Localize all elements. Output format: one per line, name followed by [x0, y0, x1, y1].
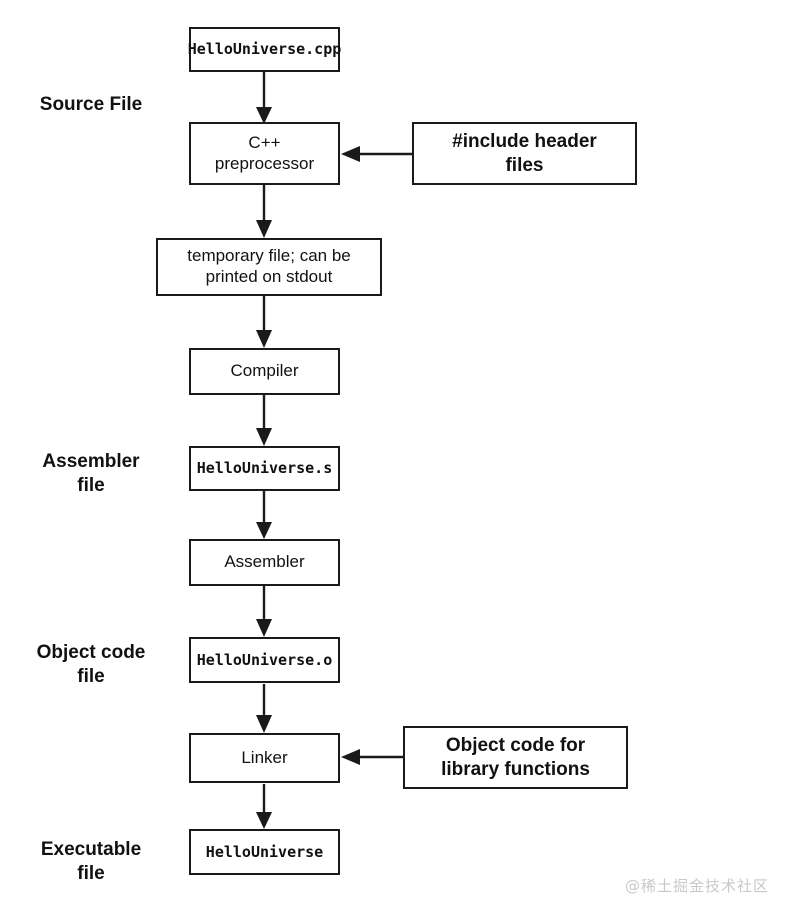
node-object-code-library-label: Object code for library functions — [441, 735, 590, 780]
node-hellouniverse-s-label: HelloUniverse.s — [196, 459, 333, 478]
node-hellouniverse-o-label: HelloUniverse.o — [196, 650, 333, 669]
node-hellouniverse-label: HelloUniverse — [205, 842, 324, 861]
stage-label-executable-file: Executable file — [40, 839, 142, 884]
node-hellouniverse-o[interactable]: HelloUniverse.o — [189, 637, 340, 683]
node-temporary-file-label: temporary file; can be printed on stdout — [187, 246, 351, 286]
node-hellouniverse-s[interactable]: HelloUniverse.s — [189, 446, 340, 491]
node-include-header-files-label: #include header files — [452, 131, 597, 176]
node-object-code-library[interactable]: Object code for library functions — [403, 726, 628, 789]
node-hellouniverse[interactable]: HelloUniverse — [189, 829, 340, 875]
node-cpp-preprocessor[interactable]: C++ preprocessor — [189, 122, 340, 185]
node-cpp-preprocessor-label: C++ preprocessor — [214, 132, 315, 173]
watermark: @稀土掘金技术社区 — [625, 877, 770, 895]
stage-label-assembler-file: Assembler file — [42, 451, 140, 496]
node-compiler-label: Compiler — [230, 361, 299, 381]
node-linker-label: Linker — [241, 747, 288, 767]
node-include-header-files[interactable]: #include header files — [412, 122, 637, 185]
node-assembler[interactable]: Assembler — [189, 539, 340, 586]
node-hellouniverse-cpp[interactable]: HelloUniverse.cpp — [187, 27, 342, 72]
stage-label-source-file: Source File — [39, 94, 143, 115]
stage-label-object-code-file: Object code file — [36, 642, 146, 687]
node-assembler-label: Assembler — [224, 552, 305, 572]
node-hellouniverse-cpp-label: HelloUniverse.cpp — [187, 40, 342, 59]
node-compiler[interactable]: Compiler — [189, 348, 340, 395]
node-temporary-file[interactable]: temporary file; can be printed on stdout — [156, 238, 382, 296]
node-linker[interactable]: Linker — [189, 733, 340, 783]
